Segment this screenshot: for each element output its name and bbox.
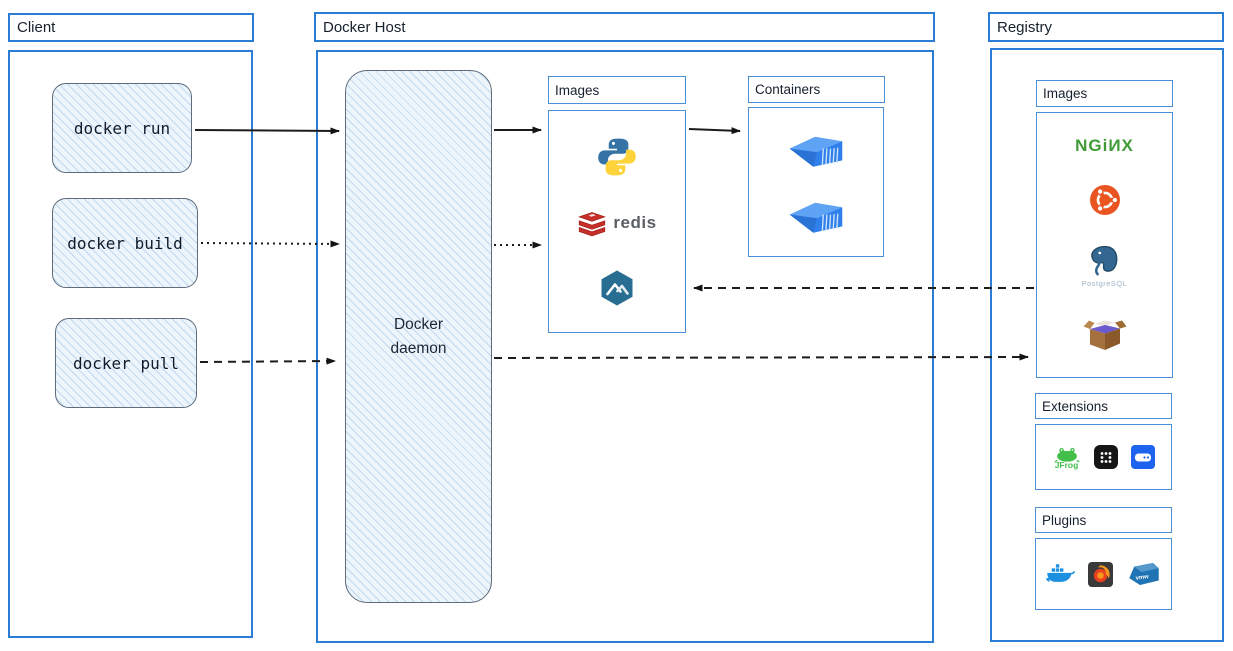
ubuntu-icon — [1089, 184, 1120, 215]
host-images-title-bar: Images — [548, 76, 686, 104]
plugins-title-bar: Plugins — [1035, 507, 1172, 533]
app-grid-icon — [1093, 445, 1118, 469]
registry-images-title: Images — [1043, 86, 1088, 101]
postgresql-label: PostgreSQL — [1081, 279, 1128, 289]
containers-title: Containers — [755, 82, 821, 97]
jfrog-label: JFrog — [1054, 459, 1079, 470]
disk-drive-icon — [1130, 445, 1155, 469]
redis-label: redis — [613, 213, 657, 233]
docker-pull-label: docker pull — [73, 353, 179, 373]
extensions-box: JFrog — [1035, 424, 1172, 490]
docker-host-title-bar: Docker Host — [314, 12, 935, 42]
jfrog-item: JFrog — [1053, 445, 1081, 470]
docker-pull-node: docker pull — [55, 318, 197, 408]
containers-box — [748, 107, 884, 257]
jfrog-icon — [1053, 447, 1080, 463]
docker-run-node: docker run — [52, 83, 192, 173]
host-images-box: redis — [548, 110, 686, 333]
vmware-icon: vmw — [1129, 562, 1159, 586]
nginx-logo: NGiИX — [1075, 135, 1134, 155]
containers-title-bar: Containers — [748, 76, 885, 103]
grafana-icon — [1088, 561, 1113, 587]
docker-whale-icon — [1046, 564, 1075, 582]
python-icon — [598, 138, 636, 175]
container-icon — [789, 202, 843, 233]
registry-images-box: NGiИX PostgreSQL — [1036, 112, 1173, 378]
vmware-label: vmw — [1135, 574, 1149, 582]
plugins-title: Plugins — [1042, 512, 1087, 528]
registry-title: Registry — [997, 18, 1053, 36]
redis-image-item: redis — [577, 210, 656, 237]
docker-host-title: Docker Host — [323, 18, 406, 36]
postgresql-item: PostgreSQL — [1082, 244, 1128, 288]
docker-build-label: docker build — [67, 233, 183, 253]
docker-daemon-label: Docker daemon — [390, 316, 447, 357]
extensions-title: Extensions — [1042, 398, 1109, 414]
busybox-icon — [1083, 320, 1126, 351]
container-icon — [789, 136, 843, 167]
registry-title-bar: Registry — [988, 12, 1224, 42]
registry-images-title-bar: Images — [1036, 80, 1173, 107]
docker-build-node: docker build — [52, 198, 198, 288]
docker-daemon-node: Docker daemon — [345, 70, 492, 603]
postgresql-icon — [1091, 245, 1118, 276]
redis-icon — [578, 212, 607, 237]
client-title: Client — [17, 19, 56, 36]
host-images-title: Images — [555, 82, 600, 98]
alpine-hexagon-icon — [601, 270, 633, 306]
extensions-title-bar: Extensions — [1035, 393, 1172, 419]
client-title-bar: Client — [8, 13, 254, 42]
docker-run-label: docker run — [73, 118, 171, 138]
plugins-box: vmw — [1035, 538, 1172, 610]
